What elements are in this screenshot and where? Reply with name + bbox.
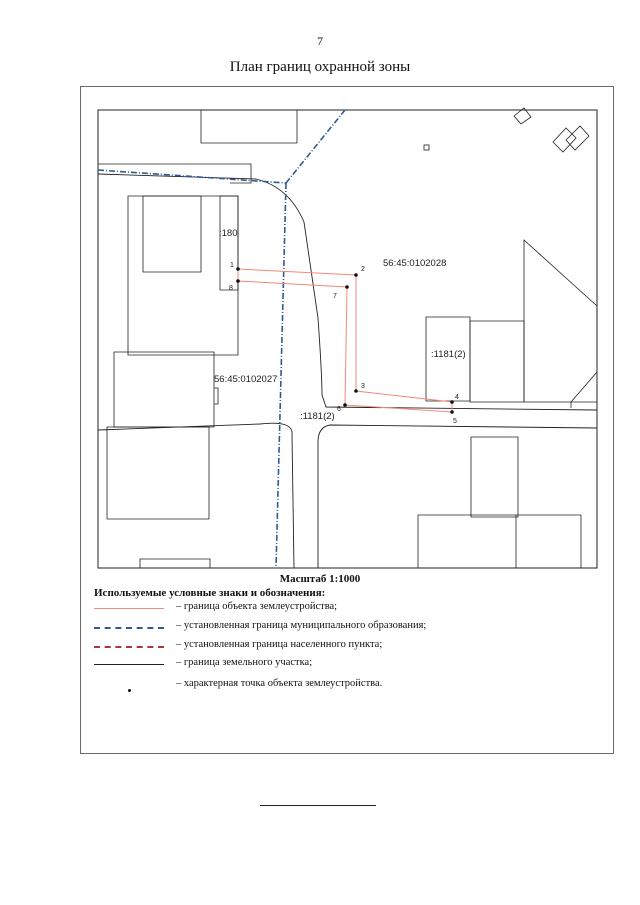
legend-symbol-municipal-boundary xyxy=(94,627,164,629)
parcel-outlines xyxy=(98,107,598,569)
boundary-point-label-4: 4 xyxy=(455,394,459,401)
legend-text-characteristic-point: – характерная точка объекта землеустройс… xyxy=(176,678,383,689)
parcel-east-large xyxy=(523,239,598,403)
road-edges xyxy=(97,173,598,569)
building-left-middle xyxy=(113,351,215,428)
boundary-point-6 xyxy=(343,403,347,407)
building-north-east-3 xyxy=(565,125,590,151)
building-left-bottom xyxy=(106,426,210,520)
legend-symbol-characteristic-point xyxy=(128,689,131,692)
road-east-south-edge xyxy=(317,424,598,568)
legend-text-object-boundary: – граница объекта землеустройства; xyxy=(176,601,338,612)
label-parcel-1181-east: :1181(2) xyxy=(431,349,466,360)
boundary-points: 1 2 3 4 5 6 7 8 xyxy=(229,262,459,425)
boundary-point-7 xyxy=(345,285,349,289)
legend-symbol-settlement-boundary xyxy=(94,646,164,648)
building-east-right xyxy=(469,320,525,403)
building-top-center xyxy=(200,109,298,144)
building-north-east-2 xyxy=(552,127,577,153)
boundary-point-1 xyxy=(236,267,240,271)
building-left-inner xyxy=(142,195,202,273)
legend-item-object-boundary: – граница объекта землеустройства; xyxy=(94,601,574,617)
legend-item-settlement-boundary: – установленная граница населенного пунк… xyxy=(94,639,574,655)
legend-item-parcel-boundary: – граница земельного участка; xyxy=(94,657,574,673)
boundary-point-label-7: 7 xyxy=(333,293,337,300)
scale-label: Масштаб 1:1000 xyxy=(279,573,361,585)
building-south-2 xyxy=(417,514,582,569)
map-frame xyxy=(97,109,598,569)
boundary-point-label-2: 2 xyxy=(361,266,365,273)
boundary-point-4 xyxy=(450,400,454,404)
small-structure xyxy=(423,144,430,151)
building-south-1 xyxy=(470,436,519,518)
building-left-large xyxy=(127,195,239,356)
map-labels: :180 56:45:0102028 56:45:0102027 :1181(2… xyxy=(214,228,466,422)
parcel-180 xyxy=(219,195,239,291)
label-parcel-1181-road: :1181(2) xyxy=(300,411,335,422)
page-title: План границ охранной зоны xyxy=(229,59,411,75)
legend-text-settlement-boundary: – установленная граница населенного пунк… xyxy=(176,639,383,650)
municipal-boundary xyxy=(97,109,346,569)
boundary-point-label-1: 1 xyxy=(230,262,234,269)
boundary-point-label-5: 5 xyxy=(453,418,457,425)
label-parcel-180: :180 xyxy=(219,228,238,239)
parcel-east-corner xyxy=(570,371,598,408)
boundary-point-8 xyxy=(236,279,240,283)
legend-item-municipal-boundary: – установленная граница муниципального о… xyxy=(94,620,574,636)
protection-zone-boundary xyxy=(237,268,453,413)
label-quarter-south: 56:45:0102027 xyxy=(214,374,277,385)
building-bottom-left xyxy=(139,558,211,568)
label-quarter-north: 56:45:0102028 xyxy=(383,258,446,269)
document-frame xyxy=(80,86,614,754)
boundary-point-label-8: 8 xyxy=(229,285,233,292)
boundary-point-2 xyxy=(354,273,358,277)
boundary-point-5 xyxy=(450,410,454,414)
legend-text-parcel-boundary: – граница земельного участка; xyxy=(176,657,313,668)
building-left-notch xyxy=(214,387,219,405)
legend-heading: Используемые условные знаки и обозначени… xyxy=(94,587,326,599)
page-number: 7 xyxy=(317,34,323,48)
boundary-point-3 xyxy=(354,389,358,393)
road-north-edge xyxy=(97,173,598,411)
legend-symbol-object-boundary xyxy=(94,608,164,609)
road-south-edge xyxy=(97,422,295,569)
building-north-east-1 xyxy=(513,107,532,125)
boundary-point-label-6: 6 xyxy=(337,406,341,413)
parcel-top-left xyxy=(98,163,252,184)
legend-symbol-parcel-boundary xyxy=(94,664,164,665)
legend-item-characteristic-point: – характерная точка объекта землеустройс… xyxy=(94,678,574,694)
boundary-point-label-3: 3 xyxy=(361,383,365,390)
signature-line xyxy=(260,805,376,806)
legend-text-municipal-boundary: – установленная граница муниципального о… xyxy=(176,620,427,631)
